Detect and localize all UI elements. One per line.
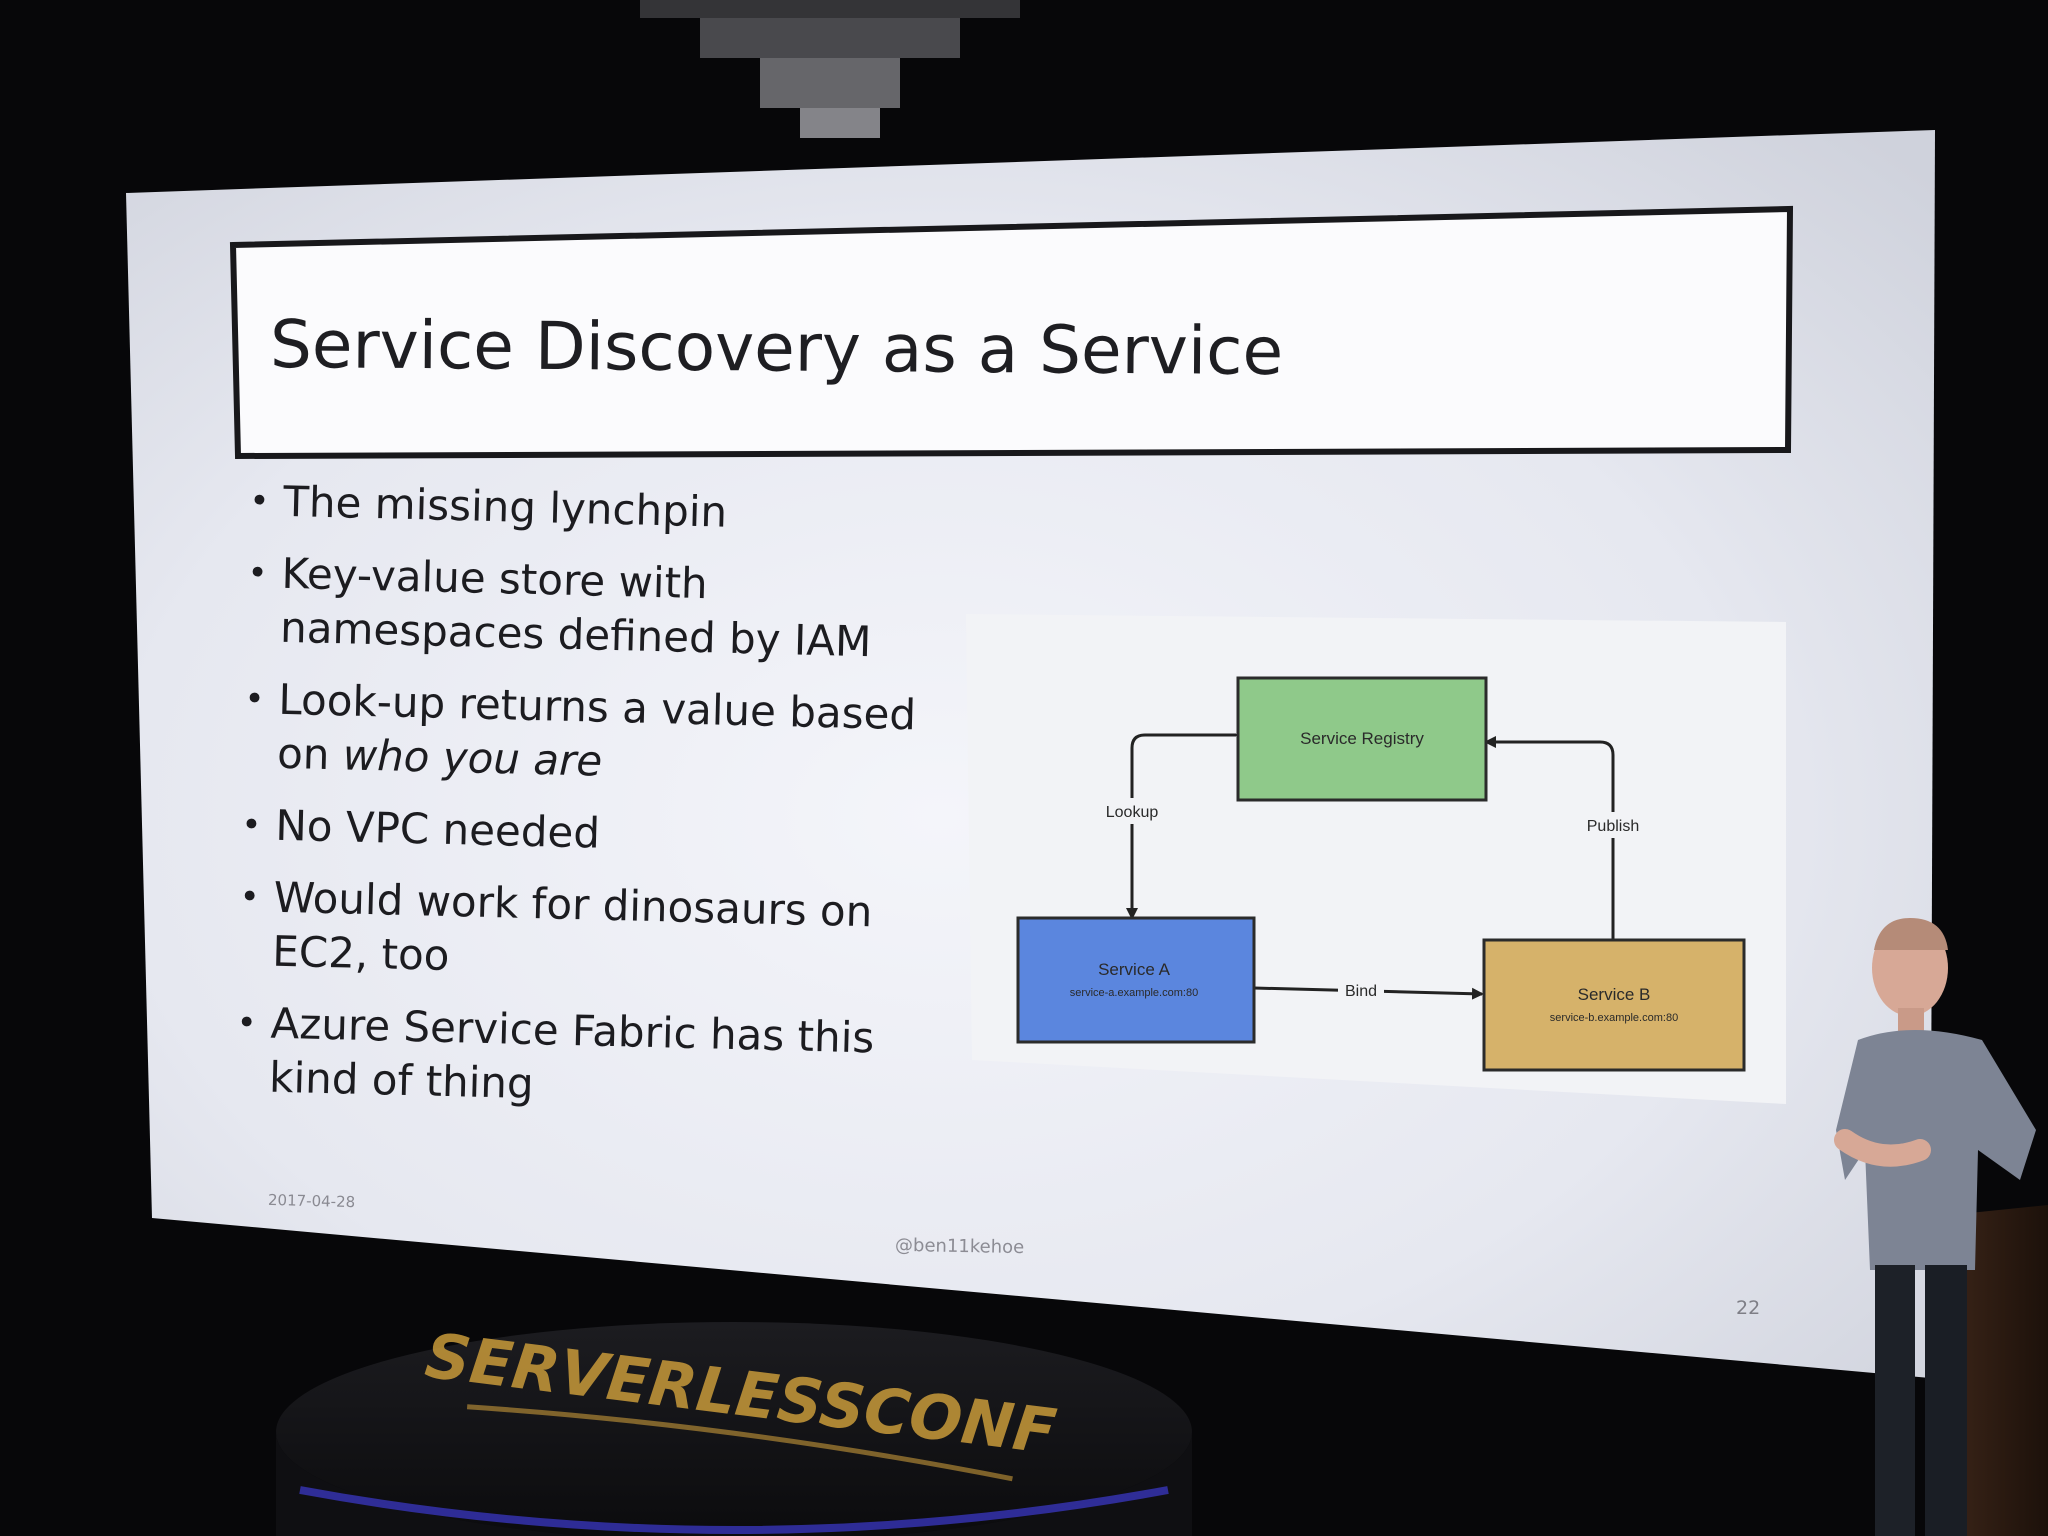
lectern <box>1950 1205 2048 1536</box>
bullet-item: • No VPC needed <box>241 798 942 869</box>
bullet-item: • Would work for dinosaurs on EC2, too <box>238 870 940 995</box>
bullet-dot: • <box>244 678 266 720</box>
bullet-line: namespaces defined by IAM <box>279 602 872 667</box>
stage-podium: SERVERLESSCONF <box>276 1319 1192 1536</box>
bullet-dot: • <box>239 876 261 918</box>
bullet-line: No VPC needed <box>274 800 601 858</box>
bullet-line: Azure Service Fabric has this <box>269 998 875 1063</box>
bullet-dot: • <box>240 804 262 846</box>
bullet-line: EC2, too <box>271 926 451 981</box>
bullet-list: • The missing lynchpin • Key-value store… <box>234 474 950 1139</box>
bullet-item: • Look-up returns a value based on who y… <box>243 672 945 797</box>
bullet-item: • Key-value store with namespaces define… <box>246 546 948 671</box>
slide-date: 2017-04-28 <box>267 1190 356 1212</box>
bullet-line: The missing lynchpin <box>282 476 728 537</box>
bullet-dot: • <box>236 1002 258 1044</box>
slide-page-number: 22 <box>1736 1297 1761 1319</box>
bullet-line: kind of thing <box>268 1052 535 1109</box>
bullet-line: Key-value store with <box>280 548 709 609</box>
chandelier <box>640 0 1020 189</box>
speaker <box>1834 918 2036 1536</box>
bullet-line: Look-up returns a value based <box>277 674 917 740</box>
bullet-item: • Azure Service Fabric has this kind of … <box>235 996 937 1121</box>
slide-handle: @ben11kehoe <box>894 1234 1025 1259</box>
bullet-line-italic: on who you are <box>276 728 603 786</box>
slide-title: Service Discovery as a Service <box>269 306 1284 391</box>
title-box <box>229 205 1794 460</box>
bullet-dot: • <box>248 480 270 522</box>
bullet-line: Would work for dinosaurs on <box>273 872 873 937</box>
bullet-dot: • <box>247 552 269 594</box>
